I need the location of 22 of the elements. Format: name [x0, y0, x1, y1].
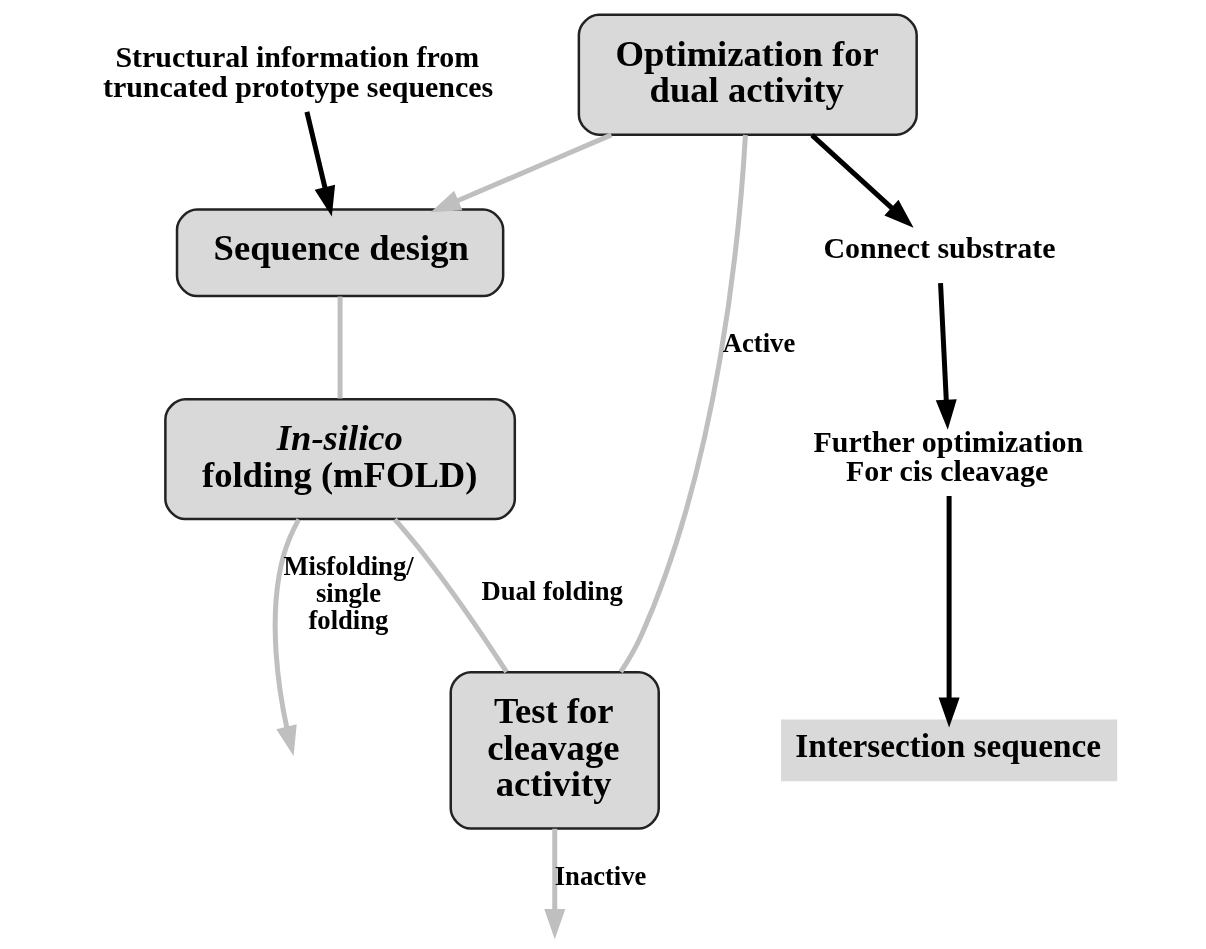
- connector: [337, 296, 343, 399]
- edge-label: Inactive: [554, 860, 647, 891]
- arrow: [304, 111, 336, 217]
- node-box: Test for cleavage activity: [449, 670, 660, 830]
- arrow: [272, 518, 301, 756]
- connector: [392, 517, 509, 674]
- node-box: Sequence design: [175, 208, 505, 298]
- arrow: [544, 828, 566, 940]
- arrow: [430, 132, 613, 213]
- node-box: Optimization for dual activity: [577, 13, 918, 136]
- arrow: [810, 133, 914, 228]
- node-text: Structural information from truncated prototype sequences: [102, 40, 494, 104]
- arrow: [935, 283, 957, 430]
- edge-label: Active: [722, 328, 796, 359]
- node-box: Intersection sequence: [781, 719, 1118, 782]
- edge-label: Misfolding/ single folding: [283, 551, 414, 635]
- node-box: In-silico folding (mFOLD): [164, 398, 517, 521]
- edge-label: Dual folding: [481, 576, 623, 607]
- node-text: Further optimization For cis cleavage: [813, 424, 1084, 488]
- node-text: Connect substrate: [823, 231, 1056, 265]
- connector: [618, 134, 748, 674]
- arrow: [938, 496, 960, 728]
